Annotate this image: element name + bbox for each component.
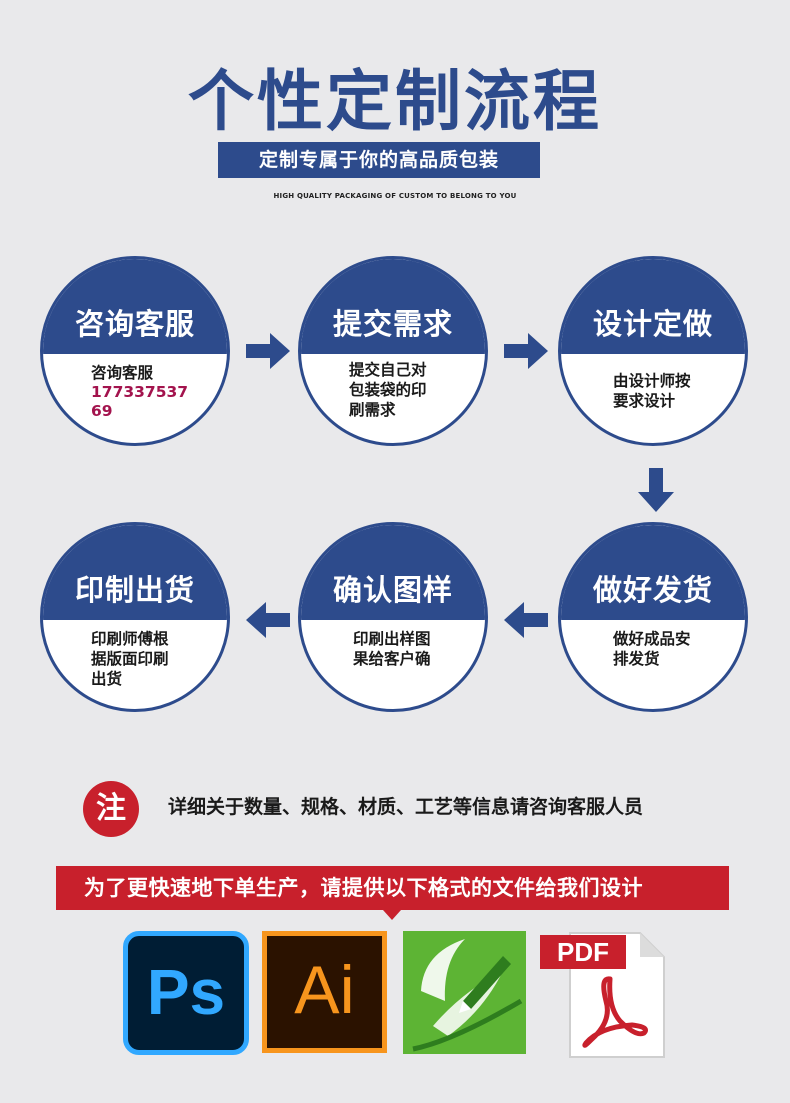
step-header-band bbox=[301, 525, 485, 620]
step-title: 提交需求 bbox=[332, 307, 453, 341]
english-subtitle: HIGH QUALITY PACKAGING OF CUSTOM TO BELO… bbox=[273, 192, 517, 200]
step-description-line: 做好成品安 bbox=[613, 630, 691, 648]
arrow-left-icon bbox=[504, 602, 548, 638]
step-description: 提交自己对 包装袋的印 刷需求 bbox=[349, 360, 459, 420]
step-description: 由设计师按 要求设计 bbox=[613, 371, 723, 411]
step-title: 做好发货 bbox=[592, 573, 713, 607]
step-confirm-proof: 确认图样 印刷出样图 果给客户确 bbox=[298, 522, 488, 712]
step-design-custom: 设计定做 由设计师按 要求设计 bbox=[558, 256, 748, 446]
step-title: 咨询客服 bbox=[74, 307, 195, 341]
step-description-line: 提交自己对 bbox=[349, 361, 427, 379]
pdf-icon: PDF bbox=[540, 932, 665, 1058]
step-title: 确认图样 bbox=[332, 573, 453, 607]
phone-number: 17733753769 bbox=[91, 383, 189, 420]
subtitle-banner: 定制专属于你的高品质包装 bbox=[218, 142, 540, 178]
note-badge: 注 bbox=[83, 781, 139, 837]
coreldraw-icon bbox=[403, 931, 526, 1054]
step-description-line: 果给客户确 bbox=[353, 650, 431, 668]
step-description-line: 出货 bbox=[91, 670, 123, 688]
file-format-banner: 为了更快速地下单生产，请提供以下格式的文件给我们设计 bbox=[56, 866, 729, 910]
note-text: 详细关于数量、规格、材质、工艺等信息请咨询客服人员 bbox=[168, 796, 644, 818]
step-description-line: 刷需求 bbox=[349, 401, 396, 419]
arrow-left-icon bbox=[246, 602, 290, 638]
step-description-line: 包装袋的印 bbox=[349, 381, 427, 399]
pdf-icon-label: PDF bbox=[557, 937, 609, 967]
step-header-band bbox=[43, 525, 227, 620]
step-description-line: 咨询客服 bbox=[91, 364, 154, 382]
arrow-down-icon bbox=[638, 468, 674, 512]
step-description-line: 由设计师按 bbox=[613, 372, 691, 390]
arrow-right-icon bbox=[504, 333, 548, 369]
step-consult-service: 咨询客服 咨询客服 17733753769 bbox=[40, 256, 230, 446]
banner-pointer bbox=[383, 910, 401, 920]
step-description: 咨询客服 17733753769 bbox=[91, 363, 201, 421]
step-description-line: 要求设计 bbox=[613, 392, 676, 410]
illustrator-icon: Ai bbox=[262, 931, 387, 1053]
arrow-right-icon bbox=[246, 333, 290, 369]
step-print-deliver: 印制出货 印刷师傅根 据版面印刷 出货 bbox=[40, 522, 230, 712]
step-description: 印刷师傅根 据版面印刷 出货 bbox=[91, 629, 201, 689]
step-header-band bbox=[43, 259, 227, 354]
photoshop-icon: Ps bbox=[123, 931, 249, 1055]
step-submit-request: 提交需求 提交自己对 包装袋的印 刷需求 bbox=[298, 256, 488, 446]
step-description: 印刷出样图 果给客户确 bbox=[353, 629, 463, 669]
step-header-band bbox=[301, 259, 485, 354]
step-description: 做好成品安 排发货 bbox=[613, 629, 723, 669]
step-title: 印制出货 bbox=[74, 573, 195, 607]
step-description-line: 印刷出样图 bbox=[353, 630, 431, 648]
step-header-band bbox=[561, 259, 745, 354]
step-description-line: 据版面印刷 bbox=[91, 650, 169, 668]
step-title: 设计定做 bbox=[592, 307, 713, 341]
step-ship-goods: 做好发货 做好成品安 排发货 bbox=[558, 522, 748, 712]
step-description-line: 排发货 bbox=[613, 650, 660, 668]
step-header-band bbox=[561, 525, 745, 620]
page-title: 个性定制流程 bbox=[188, 63, 602, 140]
illustrator-icon-label: Ai bbox=[267, 936, 382, 1048]
step-description-line: 印刷师傅根 bbox=[91, 630, 169, 648]
